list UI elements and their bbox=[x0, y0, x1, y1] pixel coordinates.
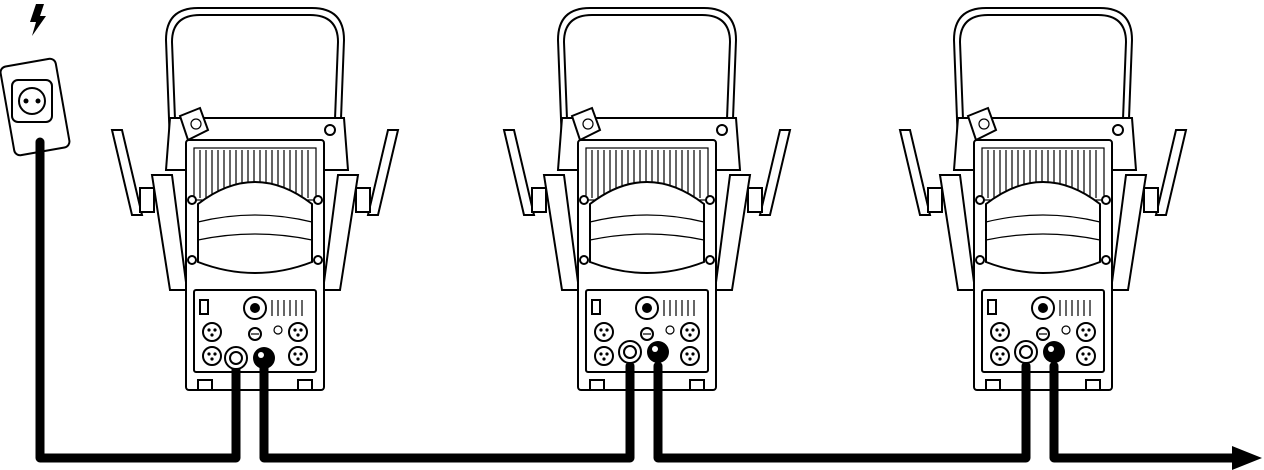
power-out-connector-icon bbox=[253, 347, 275, 369]
arrow-right-icon bbox=[1232, 446, 1262, 470]
power-in-connector-icon bbox=[224, 346, 248, 370]
power-cable-mains-to-fixture-1 bbox=[35, 137, 241, 463]
power-out-connector-icon bbox=[647, 341, 669, 363]
fixture-1 bbox=[111, 7, 399, 391]
power-cable-fixture-1-to-fixture-2 bbox=[259, 361, 635, 463]
fixture-2 bbox=[503, 7, 791, 391]
fixture-3 bbox=[899, 7, 1187, 391]
lightning-bolt-icon bbox=[30, 4, 46, 36]
power-cable-fixture-3-out bbox=[1049, 361, 1241, 463]
power-in-connector-icon bbox=[618, 340, 642, 364]
power-in-connector-icon bbox=[1014, 340, 1038, 364]
schuko-socket-icon bbox=[0, 57, 71, 157]
power-cable-fixture-2-to-fixture-3 bbox=[653, 361, 1031, 463]
power-out-connector-icon bbox=[1043, 341, 1065, 363]
